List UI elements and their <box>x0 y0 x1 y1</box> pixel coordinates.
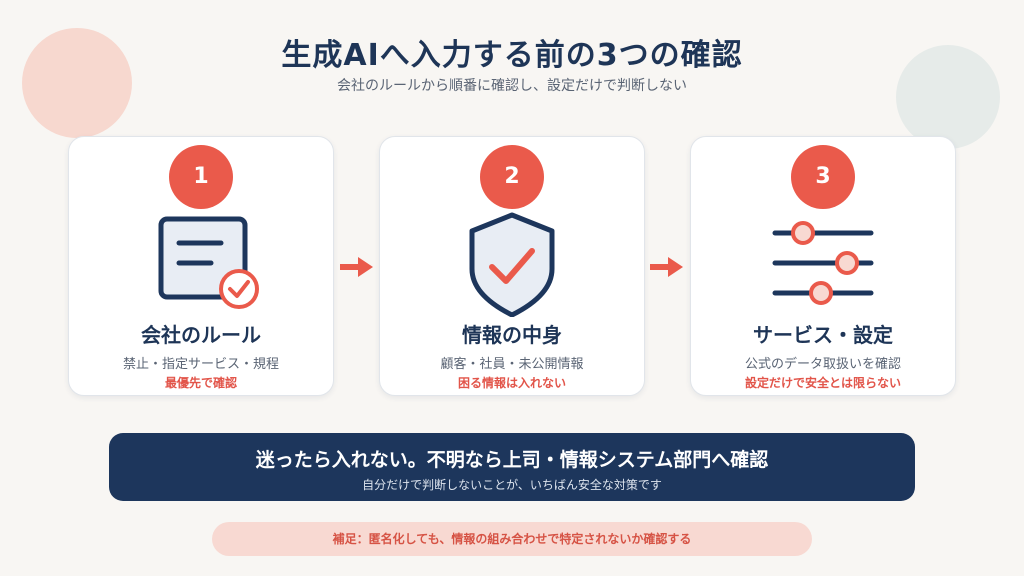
step-description: 禁止・指定サービス・規程 <box>122 357 279 372</box>
step-note: 困る情報は入れない <box>457 376 566 390</box>
supplement-note: 補足：匿名化しても、情報の組み合わせで特定されないか確認する <box>212 522 812 556</box>
document-check-icon <box>158 216 259 309</box>
page-subtitle: 会社のルールから順番に確認し、設定だけで判断しない <box>337 78 687 94</box>
step-title: サービス・設定 <box>753 323 893 347</box>
step-note: 設定だけで安全とは限らない <box>744 376 901 390</box>
step-number-badge: 3 <box>791 145 855 209</box>
step-title: 情報の中身 <box>462 323 562 347</box>
step-card-service-settings: 3 サービス・設定 公式のデータ取扱いを確認 設定だけで安全とは限らない <box>690 136 956 396</box>
step-number-badge: 1 <box>169 145 233 209</box>
step-description: 公式のデータ取扱いを確認 <box>744 357 901 372</box>
banner-main-text: 迷ったら入れない。不明なら上司・情報システム部門へ確認 <box>255 449 769 471</box>
step-description: 顧客・社員・未公開情報 <box>440 357 584 372</box>
sliders-icon <box>772 221 874 305</box>
step-card-information-content: 2 情報の中身 顧客・社員・未公開情報 困る情報は入れない <box>379 136 645 396</box>
arrow-right-icon <box>650 257 683 277</box>
shield-check-icon <box>469 212 555 317</box>
step-number-badge: 2 <box>480 145 544 209</box>
page-title: 生成AIへ入力する前の3つの確認 <box>281 38 743 73</box>
decorative-circle-left <box>22 28 132 138</box>
decorative-circle-right <box>896 45 1000 149</box>
key-message-banner: 迷ったら入れない。不明なら上司・情報システム部門へ確認 自分だけで判断しないこと… <box>109 433 915 501</box>
arrow-right-icon <box>340 257 373 277</box>
step-note: 最優先で確認 <box>164 376 237 390</box>
step-title: 会社のルール <box>141 323 261 347</box>
banner-sub-text: 自分だけで判断しないことが、いちばん安全な対策です <box>362 478 662 492</box>
step-card-company-rules: 1 会社のルール 禁止・指定サービス・規程 最優先で確認 <box>68 136 334 396</box>
